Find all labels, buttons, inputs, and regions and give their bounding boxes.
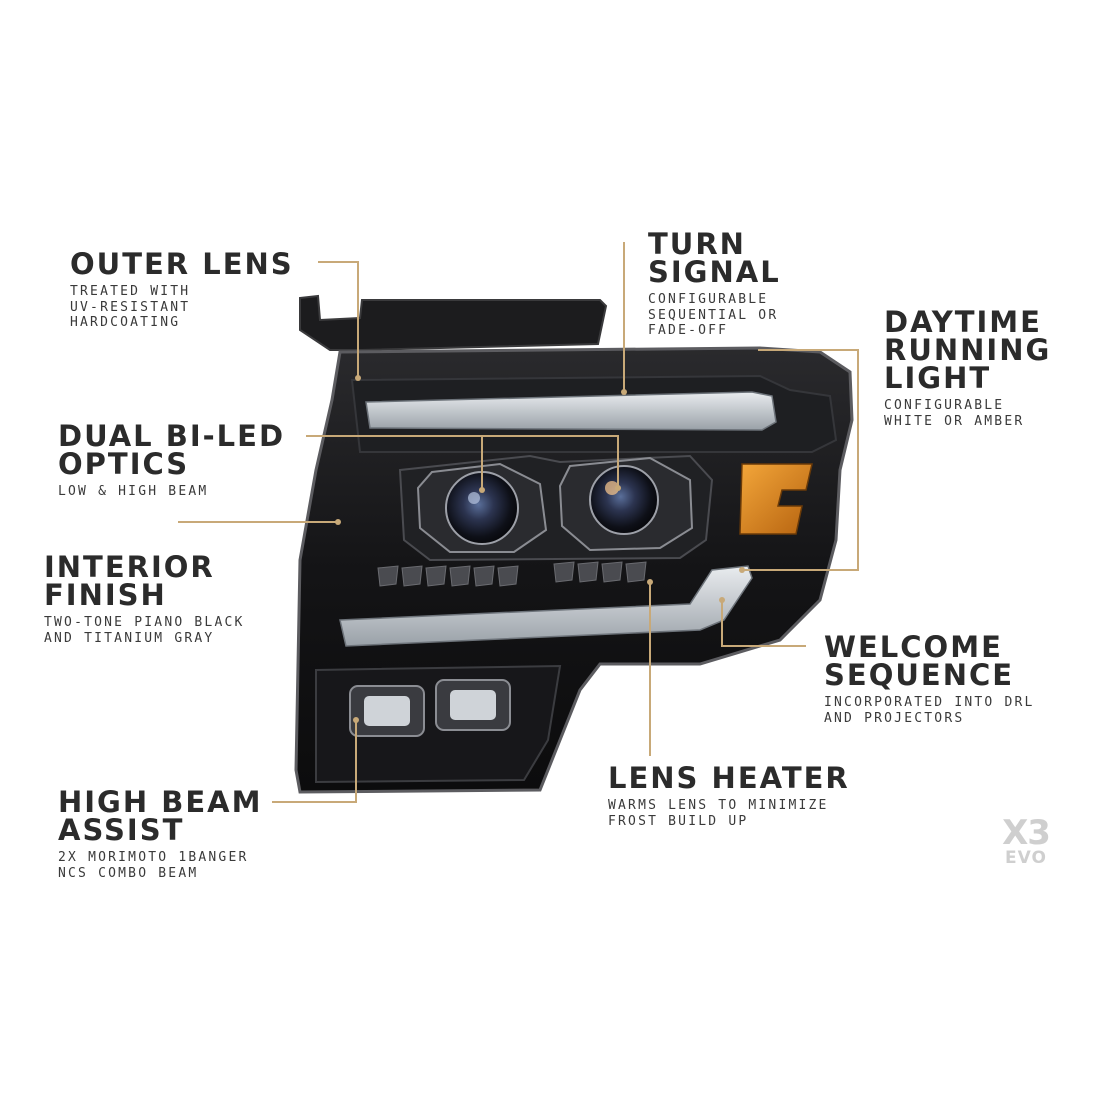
outer-lens-title: OUTER LENS (70, 247, 294, 281)
welcome-sequence-title: WELCOME SEQUENCE (824, 630, 1015, 692)
callout-interior-finish: INTERIOR FINISH TWO-TONE PIANO BLACK AND… (44, 553, 245, 646)
callout-lens-heater: LENS HEATER WARMS LENS TO MINIMIZE FROST… (608, 764, 850, 829)
turn-signal-title: TURN SIGNAL (648, 227, 781, 289)
outer-lens-desc: TREATED WITH UV-RESISTANT HARDCOATING (70, 284, 191, 330)
optics-desc: LOW & HIGH BEAM (58, 484, 209, 499)
high-beam-pods (349, 679, 511, 737)
callout-dual-bi-led-optics: DUAL BI-LED OPTICS LOW & HIGH BEAM (58, 422, 285, 500)
interior-finish-title: INTERIOR FINISH (44, 550, 215, 612)
callout-daytime-running-light: DAYTIME RUNNING LIGHT CONFIGURABLE WHITE… (884, 308, 1051, 429)
optics-title: DUAL BI-LED OPTICS (58, 419, 286, 481)
high-beam-assist-title: HIGH BEAM ASSIST (58, 785, 263, 847)
interior-finish-desc: TWO-TONE PIANO BLACK AND TITANIUM GRAY (44, 615, 245, 646)
welcome-sequence-desc: INCORPORATED INTO DRL AND PROJECTORS (824, 695, 1035, 726)
reflector-fins (377, 561, 647, 587)
leader-lines (178, 242, 859, 803)
turn-signal-desc: CONFIGURABLE SEQUENTIAL OR FADE-OFF (648, 292, 779, 338)
x3-evo-logo: X3 EVO (990, 816, 1062, 867)
callout-turn-signal: TURN SIGNAL CONFIGURABLE SEQUENTIAL OR F… (648, 230, 781, 339)
upper-drl-bar (365, 391, 777, 431)
drl-desc: CONFIGURABLE WHITE OR AMBER (884, 398, 1025, 429)
badge-line2: EVO (1005, 848, 1047, 868)
callout-outer-lens: OUTER LENS TREATED WITH UV-RESISTANT HAR… (70, 250, 294, 331)
badge-line1: X3 (1002, 813, 1051, 853)
callout-welcome-sequence: WELCOME SEQUENCE INCORPORATED INTO DRL A… (824, 633, 1035, 726)
high-beam-assist-desc: 2x MORIMOTO 1BANGER NCS COMBO BEAM (58, 850, 249, 881)
lens-heater-title: LENS HEATER (608, 761, 850, 795)
projector-right-lens (589, 465, 659, 535)
mount-bracket (299, 294, 608, 351)
amber-marker (739, 463, 813, 535)
drl-title: DAYTIME RUNNING LIGHT (884, 305, 1052, 395)
lens-heater-desc: WARMS LENS TO MINIMIZE FROST BUILD UP (608, 798, 829, 829)
callout-high-beam-assist: HIGH BEAM ASSIST 2x MORIMOTO 1BANGER NCS… (58, 788, 262, 881)
